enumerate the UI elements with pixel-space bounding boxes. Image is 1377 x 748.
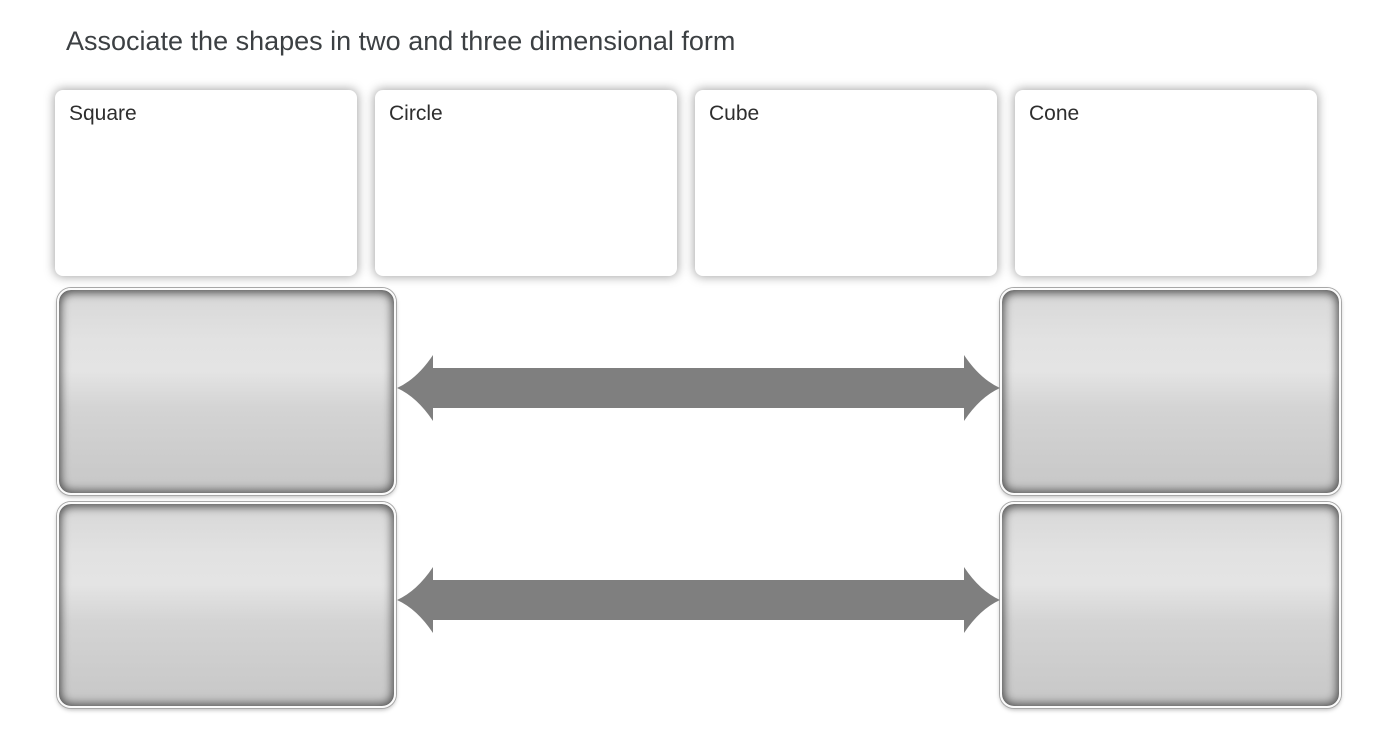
term-card-cube[interactable]: Cube <box>695 90 997 276</box>
term-card-square[interactable]: Square <box>55 90 357 276</box>
dropzone-pair2-left[interactable] <box>57 502 396 708</box>
double-arrow-shape <box>397 355 1000 421</box>
term-card-square-label: Square <box>69 102 137 125</box>
dropzone-pair2-right[interactable] <box>1000 502 1341 708</box>
dropzone-pair1-left[interactable] <box>57 288 396 495</box>
term-card-cone-label: Cone <box>1029 102 1080 125</box>
double-arrow-icon <box>397 355 1000 421</box>
page-title: Associate the shapes in two and three di… <box>66 26 736 56</box>
double-arrow-shape <box>397 567 1000 633</box>
term-card-circle-label: Circle <box>389 102 443 125</box>
dropzone-pair1-right[interactable] <box>1000 288 1341 495</box>
term-card-circle[interactable]: Circle <box>375 90 677 276</box>
double-arrow-icon <box>397 567 1000 633</box>
term-card-cube-label: Cube <box>709 102 760 125</box>
term-card-cone[interactable]: Cone <box>1015 90 1317 276</box>
